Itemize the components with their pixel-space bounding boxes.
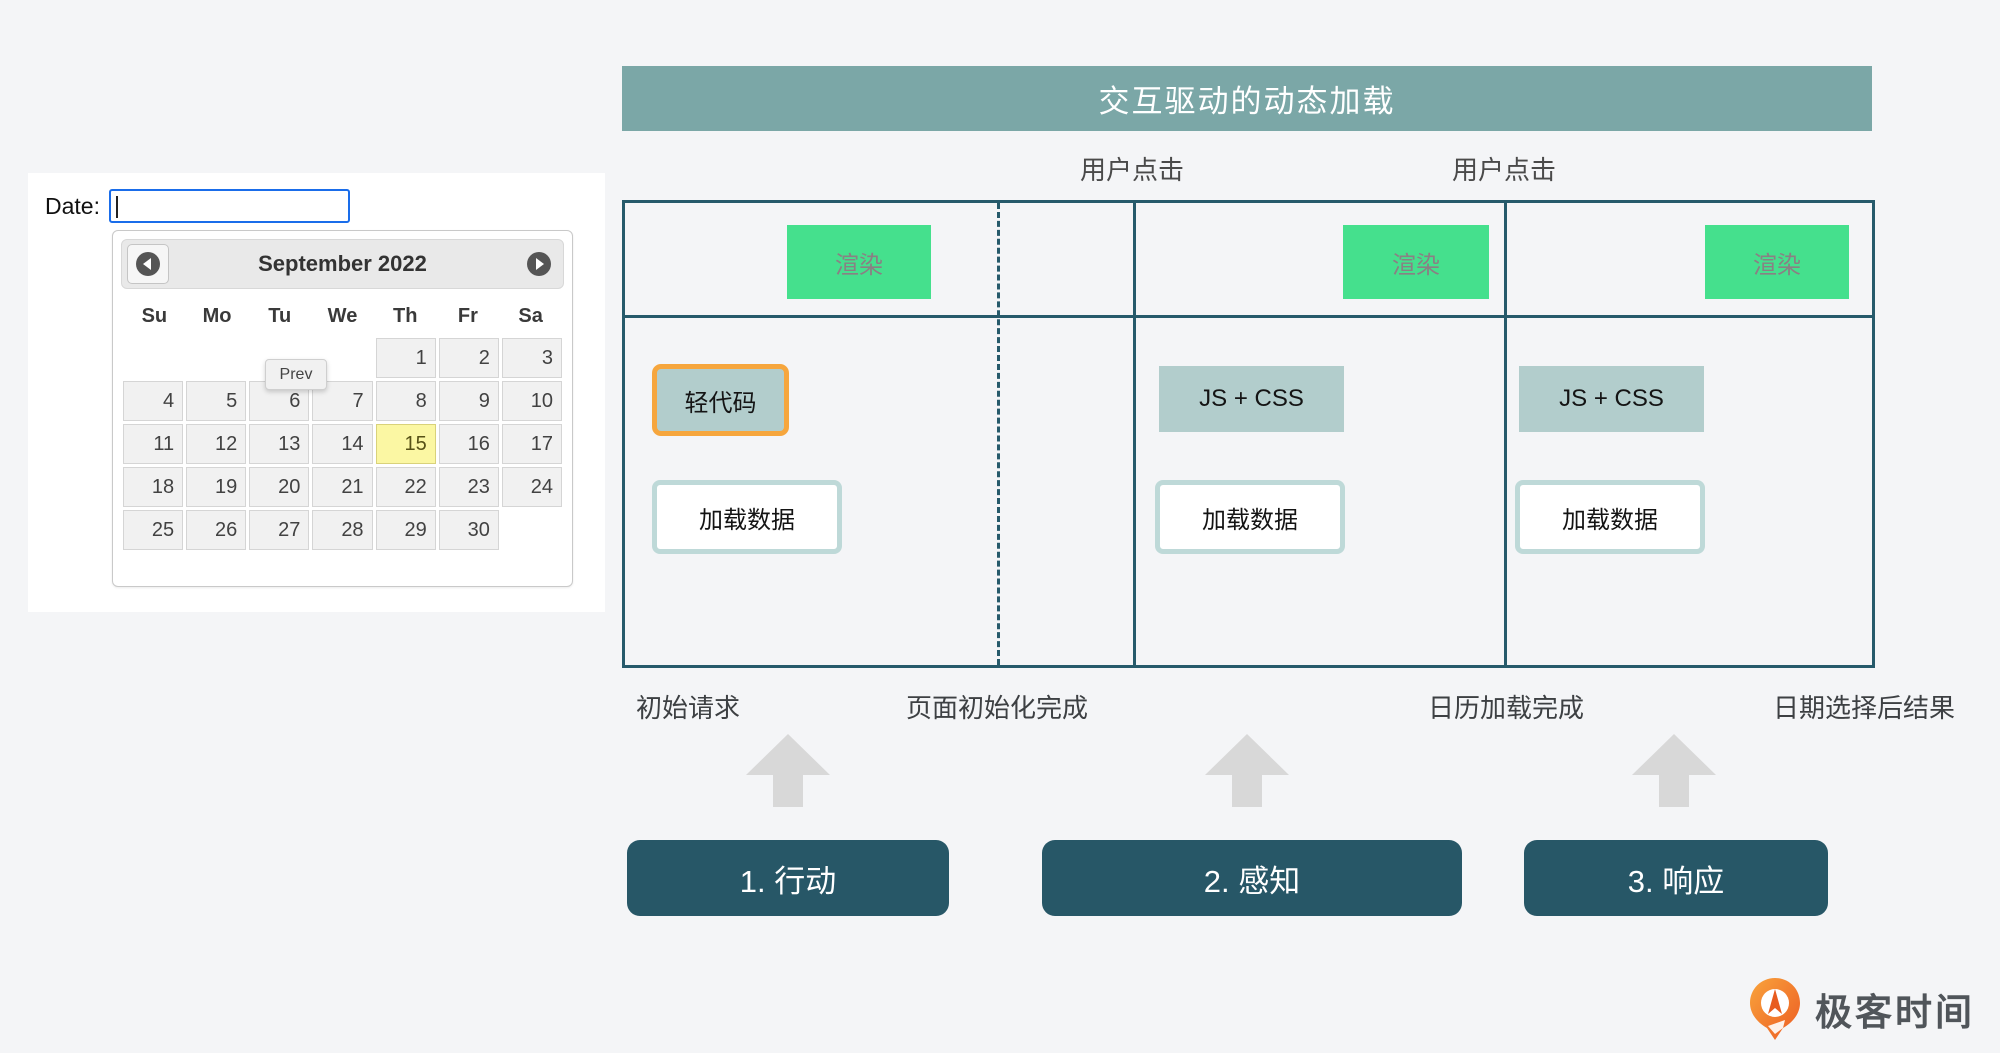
calendar-day-cell[interactable]: 1: [375, 338, 436, 378]
calendar-day-cell[interactable]: 2: [438, 338, 499, 378]
step-respond-label: 3. 响应: [1524, 840, 1828, 916]
diagram-title: 交互驱动的动态加载: [1098, 84, 1396, 119]
calendar-day-cell[interactable]: 8: [375, 381, 436, 421]
calendar-day-cell[interactable]: 24: [501, 467, 562, 507]
load-data-box-3: 加载数据: [1515, 480, 1705, 554]
brand-name: 极客时间: [1815, 992, 1975, 1033]
js-css-box-2: JS + CSS: [1519, 366, 1704, 432]
prev-button-tooltip: Prev: [265, 359, 327, 390]
calendar-day-cell[interactable]: 23: [438, 467, 499, 507]
next-arrow-icon: [527, 252, 551, 276]
calendar-day-cell[interactable]: 20: [249, 467, 310, 507]
calendar-day-cell[interactable]: 16: [438, 424, 499, 464]
weekday-label: Th: [392, 305, 418, 327]
weekday-label: Tu: [268, 305, 292, 327]
calendar-day-cell[interactable]: 13: [249, 424, 310, 464]
calendar-empty-cell: [123, 338, 183, 378]
up-arrow-icon-3: [1632, 734, 1716, 807]
diagram-title-bar: 交互驱动的动态加载: [622, 66, 1872, 131]
brand-logo: 极客时间: [1745, 976, 1975, 1042]
load-data-box-1: 加载数据: [652, 480, 842, 554]
js-css-box-1: JS + CSS: [1159, 366, 1344, 432]
user-click-label-2: 用户点击: [1451, 155, 1556, 185]
datepicker-header: September 2022: [121, 239, 564, 289]
calendar-day-cell[interactable]: 29: [375, 510, 436, 550]
month-year-title: September 2022: [258, 251, 427, 276]
date-input[interactable]: [108, 189, 350, 223]
step-action-label: 1. 行动: [627, 840, 949, 916]
weekday-label: We: [327, 305, 358, 327]
calendar-day-cell[interactable]: 30: [438, 510, 499, 550]
prev-arrow-icon: [136, 252, 160, 276]
calendar-day-cell[interactable]: 19: [186, 467, 247, 507]
weekday-label: Mo: [202, 305, 232, 327]
calendar-day-cell[interactable]: 28: [312, 510, 373, 550]
prev-month-button[interactable]: [127, 244, 169, 284]
calendar-empty-cell: [186, 338, 246, 378]
calendar-day-cell[interactable]: 27: [249, 510, 310, 550]
weekday-label: Fr: [457, 305, 478, 327]
calendar-day-cell[interactable]: 5: [186, 381, 247, 421]
calendar-day-cell[interactable]: 18: [123, 467, 184, 507]
calendar-day-cell[interactable]: 3: [501, 338, 562, 378]
render-box-1: 渲染: [787, 225, 931, 299]
milestone-initial-request: 初始请求: [635, 693, 740, 723]
text-caret: [115, 196, 118, 218]
calendar-day-cell[interactable]: 25: [123, 510, 184, 550]
next-month-button[interactable]: [527, 252, 551, 276]
calendar-day-cell[interactable]: 26: [186, 510, 247, 550]
calendar-day-cell[interactable]: 17: [501, 424, 562, 464]
column-divider-1: [1133, 203, 1136, 665]
step-perceive-label: 2. 感知: [1042, 840, 1462, 916]
weekday-label: Sa: [518, 305, 543, 327]
light-code-box: 轻代码: [652, 364, 789, 436]
milestone-page-init-done: 页面初始化完成: [905, 693, 1088, 723]
user-click-label-1: 用户点击: [1079, 155, 1184, 185]
up-arrow-icon-2: [1205, 734, 1289, 807]
calendar-day-cell[interactable]: 22: [375, 467, 436, 507]
weekday-label: Su: [141, 305, 168, 327]
calendar-day-cell[interactable]: 4: [123, 381, 184, 421]
calendar-day-cell[interactable]: 10: [501, 381, 562, 421]
up-arrow-icon-1: [746, 734, 830, 807]
milestone-calendar-loaded: 日历加载完成: [1427, 693, 1584, 723]
dashed-divider: [997, 203, 1000, 665]
render-box-3: 渲染: [1705, 225, 1849, 299]
render-box-2: 渲染: [1343, 225, 1489, 299]
calendar-day-cell[interactable]: 15: [375, 424, 436, 464]
column-divider-2: [1504, 203, 1507, 665]
load-data-box-2: 加载数据: [1155, 480, 1345, 554]
calendar-empty-cell: [502, 510, 562, 550]
timeline-box: 渲染 渲染 渲染 轻代码 JS + CSS JS + CSS 加载数据 加载数据…: [622, 200, 1875, 668]
date-field-row: Date:: [45, 189, 350, 223]
geektime-pin-icon: [1750, 978, 1800, 1040]
date-label: Date:: [45, 192, 100, 219]
milestone-date-selected-result: 日期选择后结果: [1772, 693, 1955, 723]
calendar-day-cell[interactable]: 14: [312, 424, 373, 464]
calendar-day-cell[interactable]: 9: [438, 381, 499, 421]
calendar-day-cell[interactable]: 12: [186, 424, 247, 464]
calendar-day-cell[interactable]: 21: [312, 467, 373, 507]
calendar-day-cell[interactable]: 11: [123, 424, 184, 464]
weekday-header-row: Su Mo Tu We Th Fr Sa: [123, 305, 562, 328]
row-divider-line: [625, 315, 1872, 318]
